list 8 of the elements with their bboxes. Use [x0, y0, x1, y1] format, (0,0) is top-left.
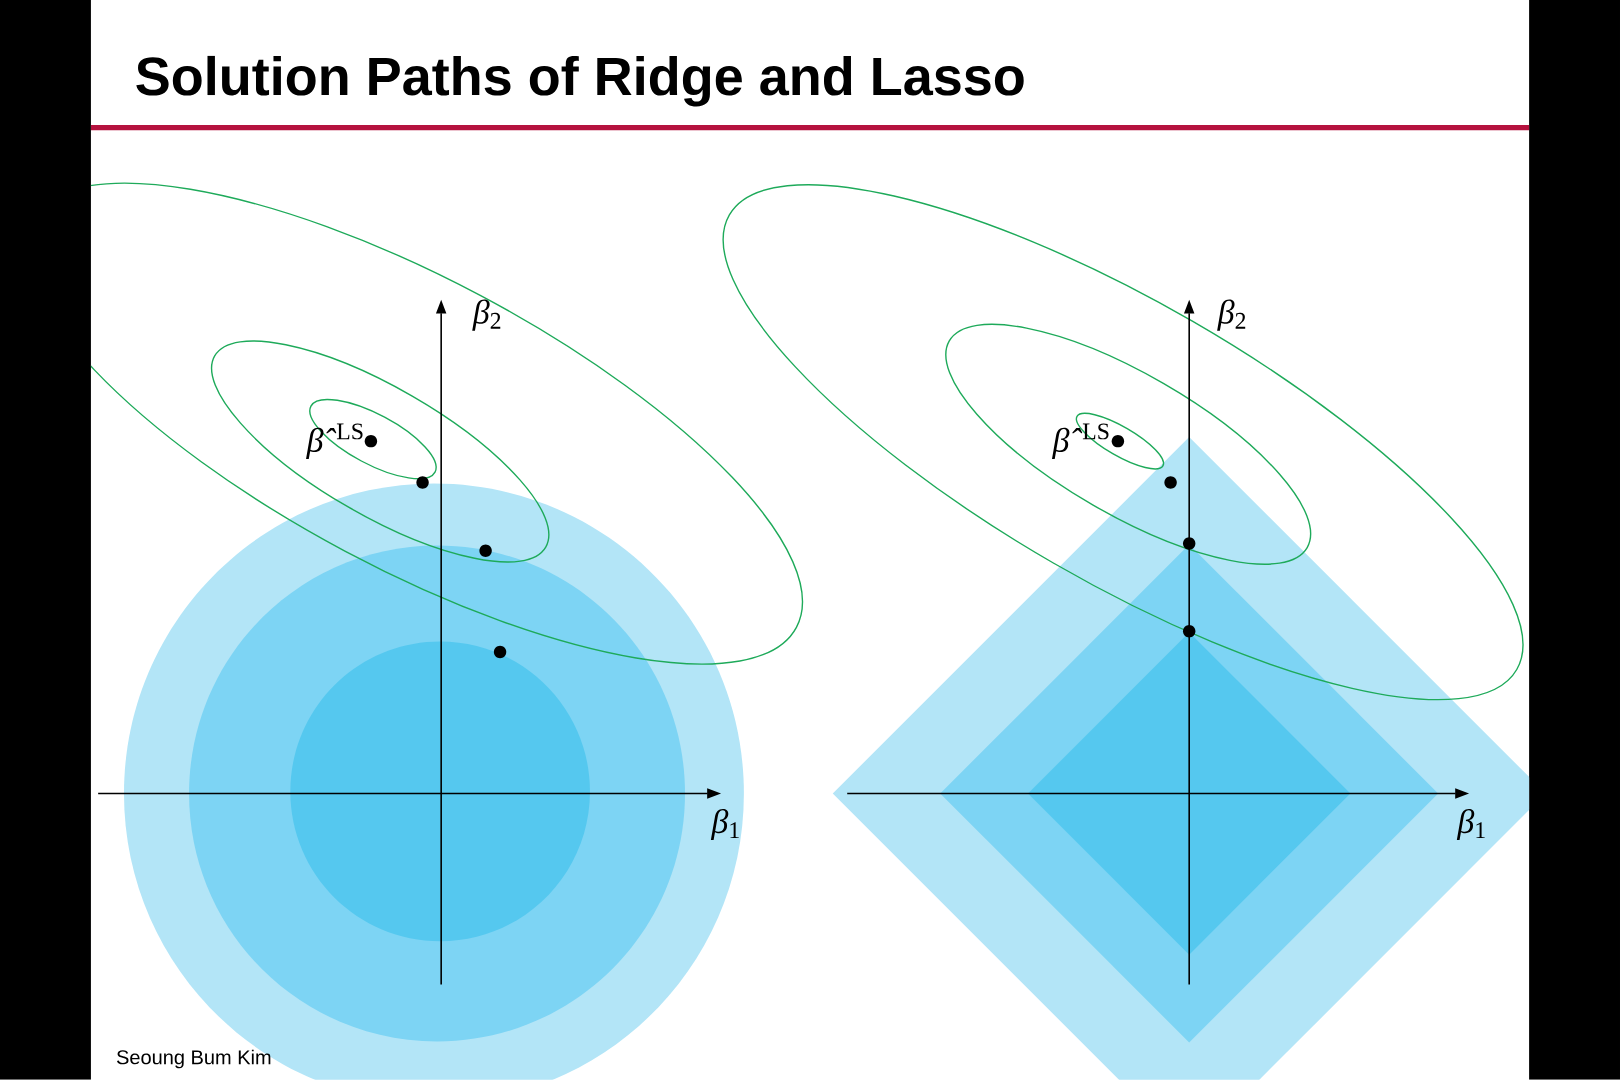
axis-label: β$_{1}$: [1456, 809, 1485, 841]
slide-title: Solution Paths of Ridge and Lasso: [136, 56, 1024, 107]
estimate-label: β̂$^{LS}$: [306, 423, 363, 460]
axis-label: β$_{2}$: [1217, 299, 1246, 331]
axis-label: β$_{2}$: [472, 299, 501, 331]
axis-label: β$_{1}$: [710, 809, 739, 841]
author-name: Seoung Bum Kim: [116, 1049, 271, 1069]
estimate-label: β̂$^{LS}$: [1052, 423, 1109, 460]
